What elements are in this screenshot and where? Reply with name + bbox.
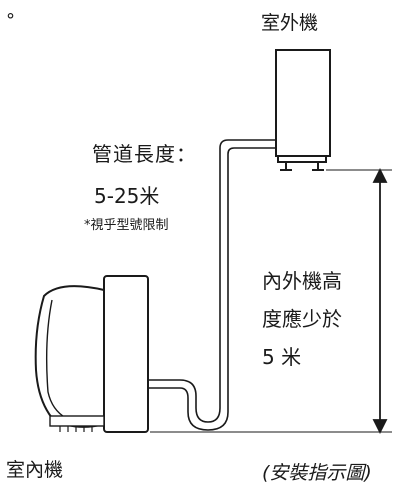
height-line-3: 5 米 (262, 345, 302, 369)
degree-mark: ° (6, 10, 15, 31)
pipe-length-value: 5-25米 (94, 184, 160, 208)
height-dimension-arrow (372, 167, 388, 435)
height-requirement-text: 內外機高 度應少於 5 米 (262, 262, 372, 376)
refrigerant-pipe (148, 139, 276, 431)
height-line-1: 內外機高 (262, 269, 342, 293)
model-limit-note: *視乎型號限制 (84, 218, 169, 233)
height-line-2: 度應少於 (262, 307, 342, 331)
outdoor-unit-label: 室外機 (261, 12, 319, 34)
indoor-unit-illustration (34, 275, 149, 433)
diagram-caption: (安裝指示圖) (262, 462, 372, 484)
outdoor-unit-illustration (275, 49, 331, 171)
pipe-length-label: 管道長度： (92, 142, 197, 166)
indoor-unit-label: 室內機 (6, 459, 64, 481)
